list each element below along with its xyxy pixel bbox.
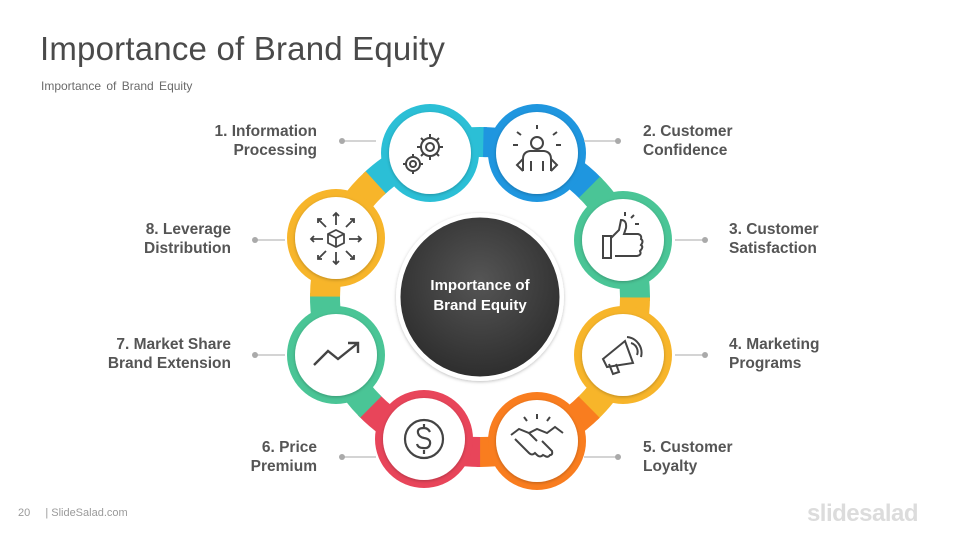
- node-icon-circle-4: [582, 314, 664, 396]
- node-icon-circle-2: [496, 112, 578, 194]
- connector-dot: [615, 138, 621, 144]
- node-icon-circle-7: [295, 314, 377, 396]
- footer: 20 | SlideSalad.com: [18, 507, 140, 519]
- gears-icon: [403, 134, 443, 174]
- connector-dot: [252, 352, 258, 358]
- handshake-icon: [510, 414, 564, 458]
- node-icon-circle-3: [582, 199, 664, 281]
- brand-logo: slidesalad: [806, 500, 919, 527]
- page-number: 20: [18, 507, 31, 519]
- connector-dot: [339, 138, 345, 144]
- footer-site: | SlideSalad.com: [45, 507, 128, 519]
- slide-subtitle: Importance of Brand Equity: [41, 79, 193, 93]
- confident-person-icon: [513, 125, 561, 172]
- megaphone-icon: [601, 336, 643, 376]
- connector-dot: [702, 352, 708, 358]
- distribution-icon: [309, 211, 363, 266]
- thumbs-up-icon: [602, 212, 644, 259]
- connector-dot: [615, 454, 621, 460]
- connector-dot: [702, 237, 708, 243]
- center-label: Importance of Brand Equity: [430, 277, 530, 314]
- connector-dot: [339, 454, 345, 460]
- dollar-icon: [403, 418, 445, 460]
- slide-title: Importance of Brand Equity: [40, 30, 446, 67]
- node-icon-circle-1: [389, 112, 471, 194]
- connector-dot: [252, 237, 258, 243]
- growth-chart-icon: [313, 341, 360, 366]
